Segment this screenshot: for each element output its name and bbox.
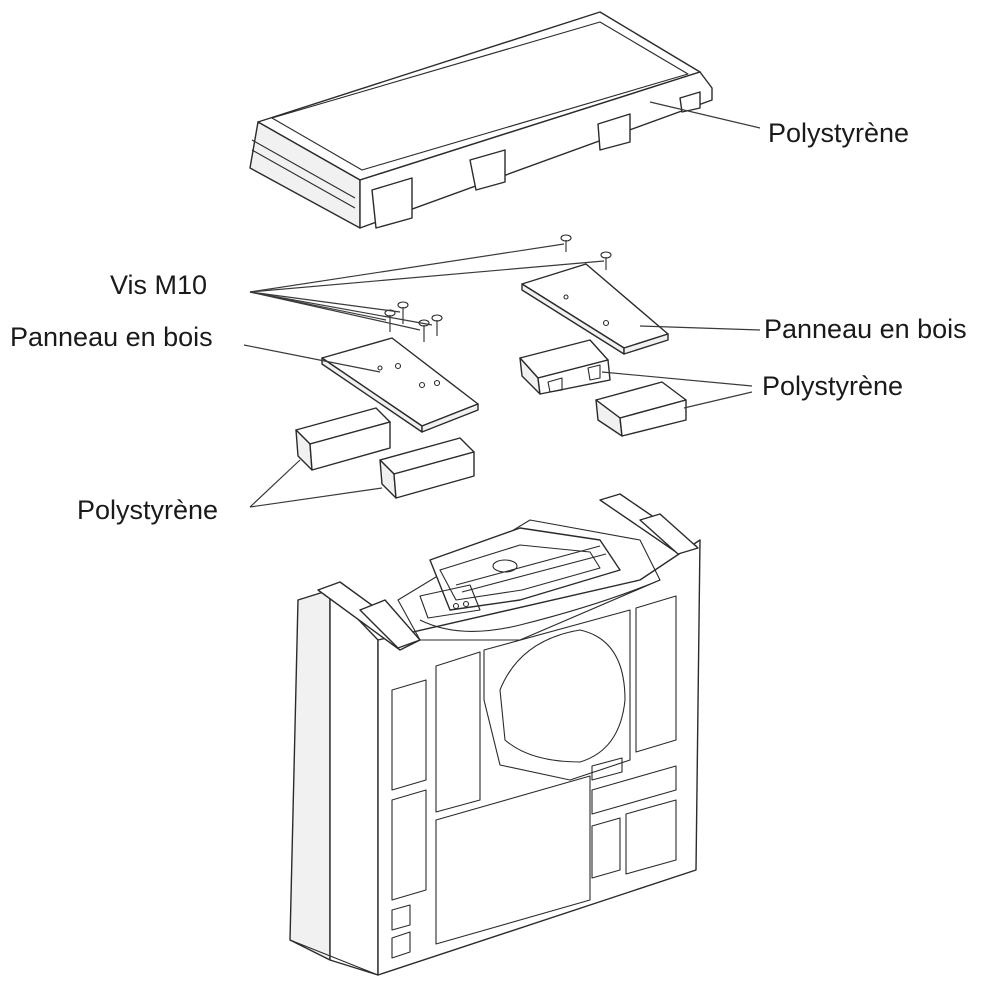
- left-polystyrene-block-1: [295, 407, 391, 471]
- leader-screw-1: [249, 243, 565, 293]
- label-screws: Vis M10: [110, 270, 208, 300]
- screw-1: [560, 234, 572, 252]
- leader-left-polystyrene-1: [249, 459, 301, 508]
- label-right-polystyrene: Polystyrène: [762, 371, 904, 401]
- leader-left-wood-panel: [243, 344, 381, 373]
- leader-top-polystyrene: [649, 101, 761, 129]
- screw-4: [384, 309, 396, 332]
- leader-left-polystyrene-2: [249, 487, 383, 508]
- top-polystyrene-cap: [249, 11, 713, 229]
- leader-screw-5: [249, 291, 433, 326]
- screw-2: [600, 251, 612, 270]
- right-polystyrene-block-1: [519, 339, 611, 395]
- leader-right-polystyrene-2: [683, 391, 753, 409]
- leader-screw-3: [249, 291, 401, 313]
- right-polystyrene-block-2: [595, 381, 687, 437]
- right-wood-panel: [521, 263, 669, 355]
- label-left-wood-panel: Panneau en bois: [10, 322, 213, 352]
- leader-screw-2: [249, 260, 605, 293]
- main-polystyrene-body: [289, 493, 701, 976]
- left-polystyrene-block-2: [379, 437, 475, 499]
- leader-screw-6: [249, 291, 421, 331]
- screw-5: [431, 314, 443, 336]
- label-right-wood-panel: Panneau en bois: [764, 314, 967, 344]
- label-left-polystyrene: Polystyrène: [77, 495, 219, 525]
- leader-right-wood-panel: [639, 325, 761, 331]
- label-top-polystyrene: Polystyrène: [768, 118, 910, 148]
- leader-lines: [243, 101, 761, 508]
- screw-3: [397, 301, 409, 324]
- leader-right-polystyrene-1: [601, 371, 753, 387]
- left-wood-panel: [321, 337, 479, 433]
